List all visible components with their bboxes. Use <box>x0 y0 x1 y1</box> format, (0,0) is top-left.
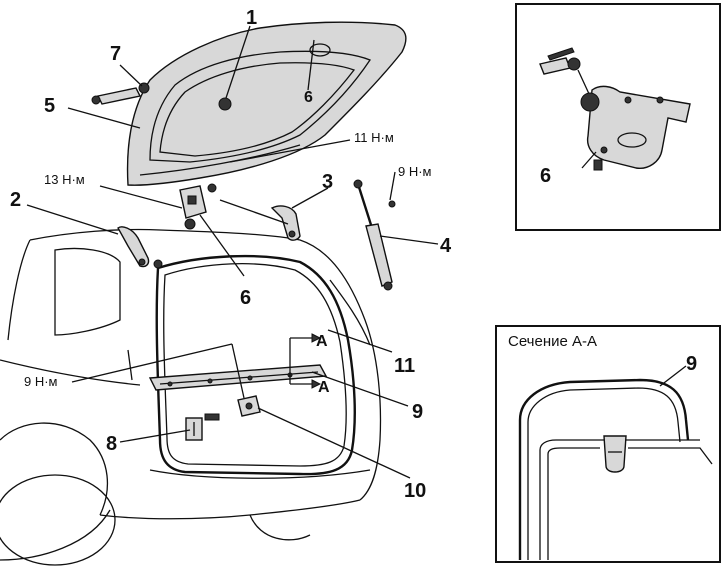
section-marker-a-lower: A <box>318 379 330 396</box>
striker-part-10 <box>237 395 261 417</box>
callout-3: 3 <box>322 171 333 193</box>
callout-6-latch: 6 <box>240 287 251 309</box>
leader-lines <box>26 25 439 479</box>
latch-detail-inset <box>515 3 721 231</box>
torque-label-11nm: 11 Н·м <box>354 130 394 145</box>
callout-7: 7 <box>110 43 121 65</box>
section-a-a-title: Сечение А-А <box>508 333 597 350</box>
tailgate-opening-seal <box>155 254 356 476</box>
callout-6-inset: 6 <box>540 165 551 187</box>
callout-9: 9 <box>412 401 423 423</box>
callout-4: 4 <box>440 235 452 257</box>
latch-part-6 <box>179 183 217 230</box>
lower-trim-part-9 <box>148 364 328 391</box>
torque-label-13nm: 13 Н·м <box>44 172 85 187</box>
hinge-part-2 <box>117 226 150 268</box>
bumper-part-8 <box>185 413 220 441</box>
callout-11: 11 <box>394 355 415 377</box>
section-a-a-view <box>495 325 721 563</box>
callout-9-section: 9 <box>686 353 697 375</box>
callout-10: 10 <box>404 480 426 502</box>
callout-8: 8 <box>106 433 117 455</box>
section-marker-a-upper: A <box>316 333 328 350</box>
callout-1: 1 <box>246 7 257 29</box>
section-marker-arrows <box>289 333 322 389</box>
callout-6-tailgate: 6 <box>304 89 313 106</box>
torque-label-9nm-upper: 9 Н·м <box>398 164 432 179</box>
tailgate-panel-part-5 <box>126 21 407 186</box>
callout-5: 5 <box>44 95 55 117</box>
fastener-part-7 <box>91 82 150 105</box>
gas-strut-part-4 <box>353 179 396 291</box>
vehicle-body <box>0 228 382 566</box>
callout-2: 2 <box>10 189 21 211</box>
torque-label-9nm-lower: 9 Н·м <box>24 374 58 389</box>
